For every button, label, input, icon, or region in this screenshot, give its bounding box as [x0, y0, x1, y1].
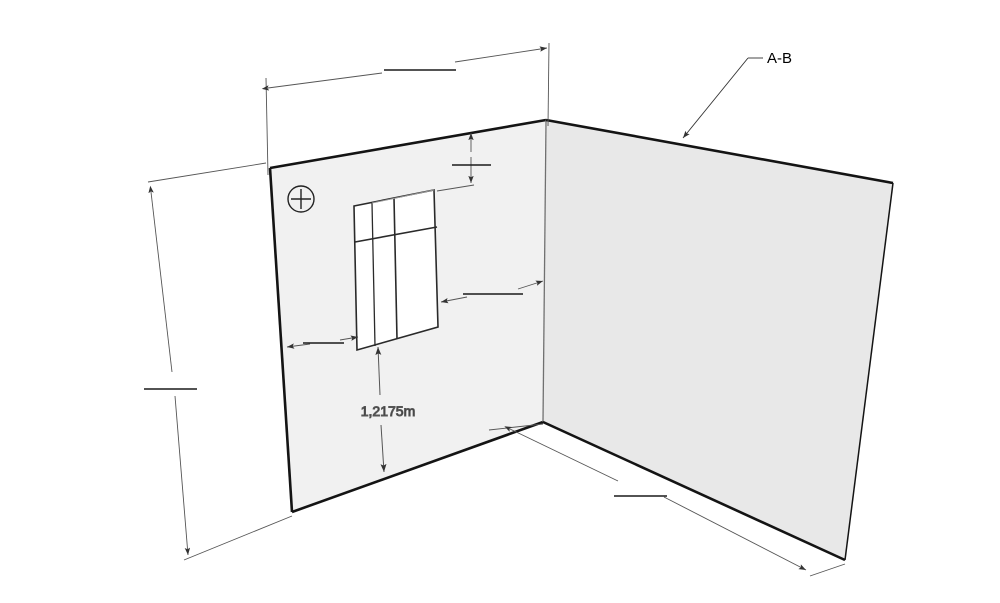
height-extension-top	[147, 162, 267, 183]
height-dim-line-upper-seg	[148, 185, 173, 373]
left-wall-left-edge	[268, 167, 294, 513]
inside-corner-edge	[542, 119, 547, 423]
length-dim-line-left-seg	[504, 426, 619, 482]
length-dim-line-right-seg	[663, 496, 807, 571]
length-extension-far	[809, 563, 846, 577]
right-wall-surface	[543, 120, 893, 560]
window-to-corner-dimension	[440, 280, 544, 304]
sill-dim-line-lower	[380, 424, 387, 473]
window-opening	[353, 189, 439, 352]
right-wall-length-dimension	[488, 423, 846, 577]
window-sill-height-dimension: 1,2175m	[360, 346, 416, 473]
width-extension-right	[547, 42, 550, 127]
window-head-to-ceiling-dimension	[436, 133, 491, 192]
right-wall-right-edge	[844, 182, 894, 561]
right-wall-top-edge	[545, 118, 894, 185]
center-mark-circle	[287, 185, 315, 213]
corner-offset-dim-line-right	[517, 280, 544, 290]
height-extension-bottom	[183, 515, 293, 561]
head-extension-from-window	[436, 184, 475, 192]
center-mark-symbol	[287, 185, 315, 213]
left-offset-dim-line-outer	[286, 343, 311, 349]
corner-offset-dim-line-left	[440, 296, 468, 304]
window-left-jamb-inner	[371, 202, 376, 347]
window-head-inner	[371, 189, 435, 204]
width-dim-line-left-seg	[261, 72, 383, 91]
width-extension-left	[265, 77, 269, 176]
wall-outlines	[268, 118, 894, 562]
width-dim-line-right-seg	[454, 46, 548, 63]
left-offset-dim-line-inner	[339, 335, 359, 341]
section-leader-diagonal	[682, 57, 749, 139]
right-wall-bottom-edge	[542, 420, 846, 562]
height-dim-line-lower-seg	[174, 395, 191, 556]
window-sill-height-value: 1,2175m	[361, 403, 415, 419]
window-mullion-vertical	[393, 197, 398, 340]
left-wall-top-edge	[269, 118, 547, 170]
section-label-leader	[682, 57, 763, 139]
section-label-text: A-B	[767, 50, 792, 67]
window-mullion-horizontal	[354, 226, 438, 243]
overall-wall-width-dimension	[261, 42, 550, 176]
sill-dim-line-upper	[375, 346, 382, 396]
wall-to-window-left-dimension	[286, 335, 359, 349]
length-extension-near	[488, 423, 544, 431]
overall-wall-height-dimension	[144, 162, 293, 561]
left-wall-bottom-edge	[291, 420, 544, 514]
